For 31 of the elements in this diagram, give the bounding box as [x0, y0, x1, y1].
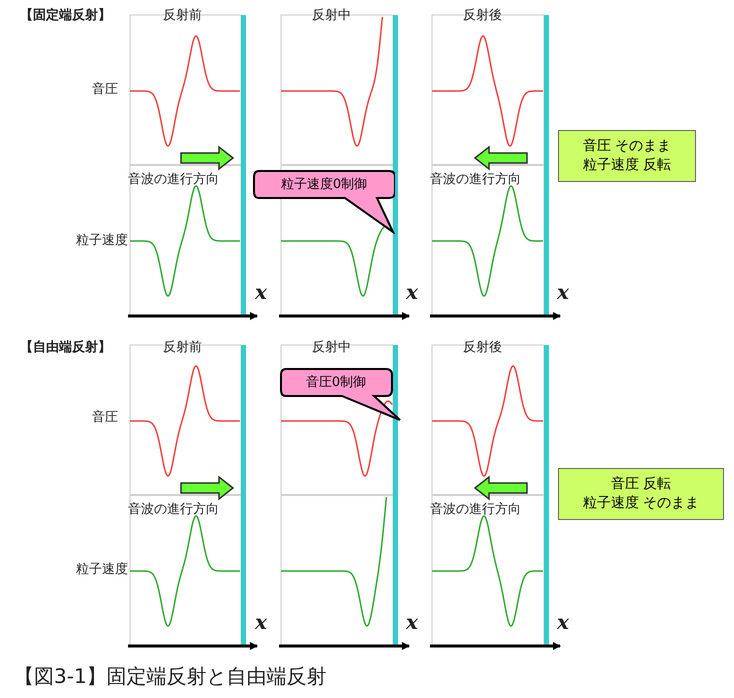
- text-label: 粒子速度: [76, 233, 128, 249]
- section-heading: 【固定端反射】: [20, 8, 111, 24]
- figure-caption: 【図3-1】固定端反射と自由端反射: [14, 664, 327, 688]
- text-label: 反射前: [163, 8, 202, 24]
- axis-label: x: [557, 284, 569, 300]
- note-box: [558, 468, 724, 520]
- axis-label: x: [406, 614, 418, 630]
- note-text: 粒子速度 反転: [582, 156, 672, 175]
- axis-label: x: [255, 284, 267, 300]
- note-text: 音圧 反転: [610, 475, 672, 494]
- text-label: 音圧: [92, 410, 118, 426]
- text-label: 音波の進行方向: [430, 172, 521, 188]
- text-label: 反射中: [312, 8, 351, 24]
- note-text: 粒子速度 そのまま: [582, 494, 700, 513]
- note-box: [558, 130, 696, 182]
- bubble-text: 粒子速度0制御: [280, 177, 368, 193]
- text-label: 反射中: [312, 340, 351, 356]
- section-heading: 【自由端反射】: [20, 340, 111, 356]
- axis-label: x: [406, 284, 418, 300]
- text-label: 音波の進行方向: [430, 502, 521, 518]
- note-text: 音圧 そのまま: [582, 137, 672, 156]
- text-label: 音波の進行方向: [128, 172, 219, 188]
- text-label: 反射後: [463, 8, 502, 24]
- axis-label: x: [557, 614, 569, 630]
- text-label: 粒子速度: [76, 562, 128, 578]
- axis-label: x: [255, 614, 267, 630]
- text-label: 反射後: [463, 340, 502, 356]
- text-label: 音波の進行方向: [128, 502, 219, 518]
- text-label: 反射前: [163, 340, 202, 356]
- text-label: 音圧: [92, 82, 118, 98]
- bubble-text: 音圧0制御: [304, 375, 368, 391]
